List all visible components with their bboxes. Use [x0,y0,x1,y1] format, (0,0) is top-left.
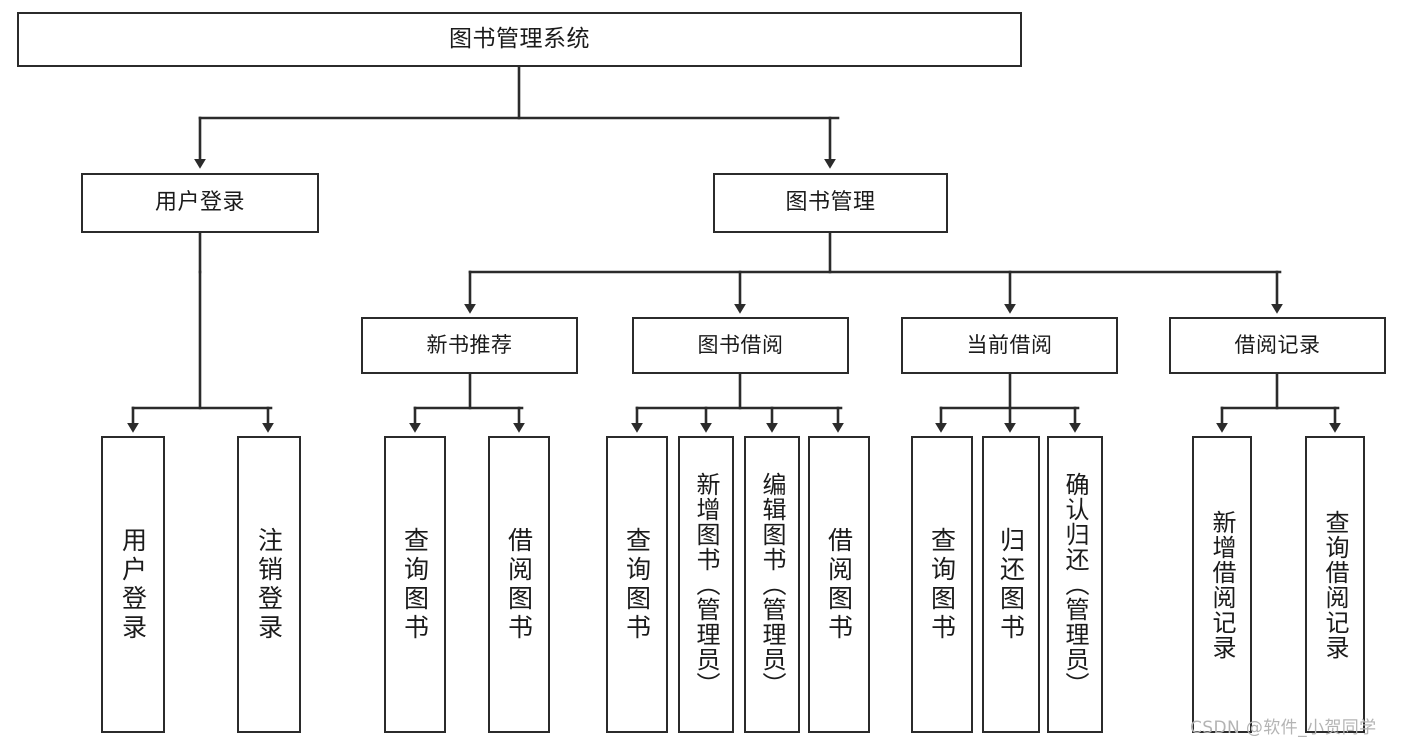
node-label: 查询图书 [400,526,430,643]
node-label: 图书借阅 [697,333,784,358]
node-leaf-borrow-book-new-book[interactable]: 借阅图书 [488,436,550,733]
node-label: 新书推荐 [426,333,513,358]
node-label: 新增借阅记录 [1208,509,1236,660]
node-label: 确认归还（管理员） [1061,472,1089,697]
node-label: 借阅图书 [824,526,854,643]
node-leaf-borrow-book-borrow[interactable]: 借阅图书 [808,436,870,733]
node-leaf-query-book-new-book[interactable]: 查询图书 [384,436,446,733]
node-label: 图书管理 [785,190,876,216]
node-leaf-edit-book-admin[interactable]: 编辑图书（管理员） [744,436,800,733]
node-leaf-add-borrow-record[interactable]: 新增借阅记录 [1192,436,1252,733]
node-borrow-record[interactable]: 借阅记录 [1169,317,1386,374]
node-label: 借阅图书 [504,526,534,643]
node-label: 借阅记录 [1234,333,1321,358]
node-leaf-return-book[interactable]: 归还图书 [982,436,1040,733]
node-book-management[interactable]: 图书管理 [713,173,948,233]
node-user-login[interactable]: 用户登录 [81,173,319,233]
node-label: 注销登录 [254,526,284,643]
node-leaf-confirm-return-admin[interactable]: 确认归还（管理员） [1047,436,1103,733]
node-label: 查询图书 [927,526,957,643]
node-current-borrow[interactable]: 当前借阅 [901,317,1118,374]
node-label: 归还图书 [996,526,1026,643]
node-label: 当前借阅 [966,333,1053,358]
node-label: 查询借阅记录 [1321,509,1349,660]
node-leaf-user-login[interactable]: 用户登录 [101,436,165,733]
node-label: 用户登录 [118,526,148,643]
node-root-book-management-system[interactable]: 图书管理系统 [17,12,1022,67]
csdn-watermark: CSDN @软件_小贺同学 [1190,718,1377,738]
node-leaf-query-borrow-record[interactable]: 查询借阅记录 [1305,436,1365,733]
node-label: 新增图书（管理员） [692,472,720,697]
node-label: 查询图书 [622,526,652,643]
node-leaf-query-book-borrow[interactable]: 查询图书 [606,436,668,733]
node-leaf-add-book-admin[interactable]: 新增图书（管理员） [678,436,734,733]
node-label: 编辑图书（管理员） [758,472,786,697]
node-label: 图书管理系统 [449,25,590,52]
node-leaf-query-book-current[interactable]: 查询图书 [911,436,973,733]
node-leaf-logout-login[interactable]: 注销登录 [237,436,301,733]
node-book-borrow[interactable]: 图书借阅 [632,317,849,374]
node-new-book-recommend[interactable]: 新书推荐 [361,317,578,374]
node-label: 用户登录 [154,190,245,216]
